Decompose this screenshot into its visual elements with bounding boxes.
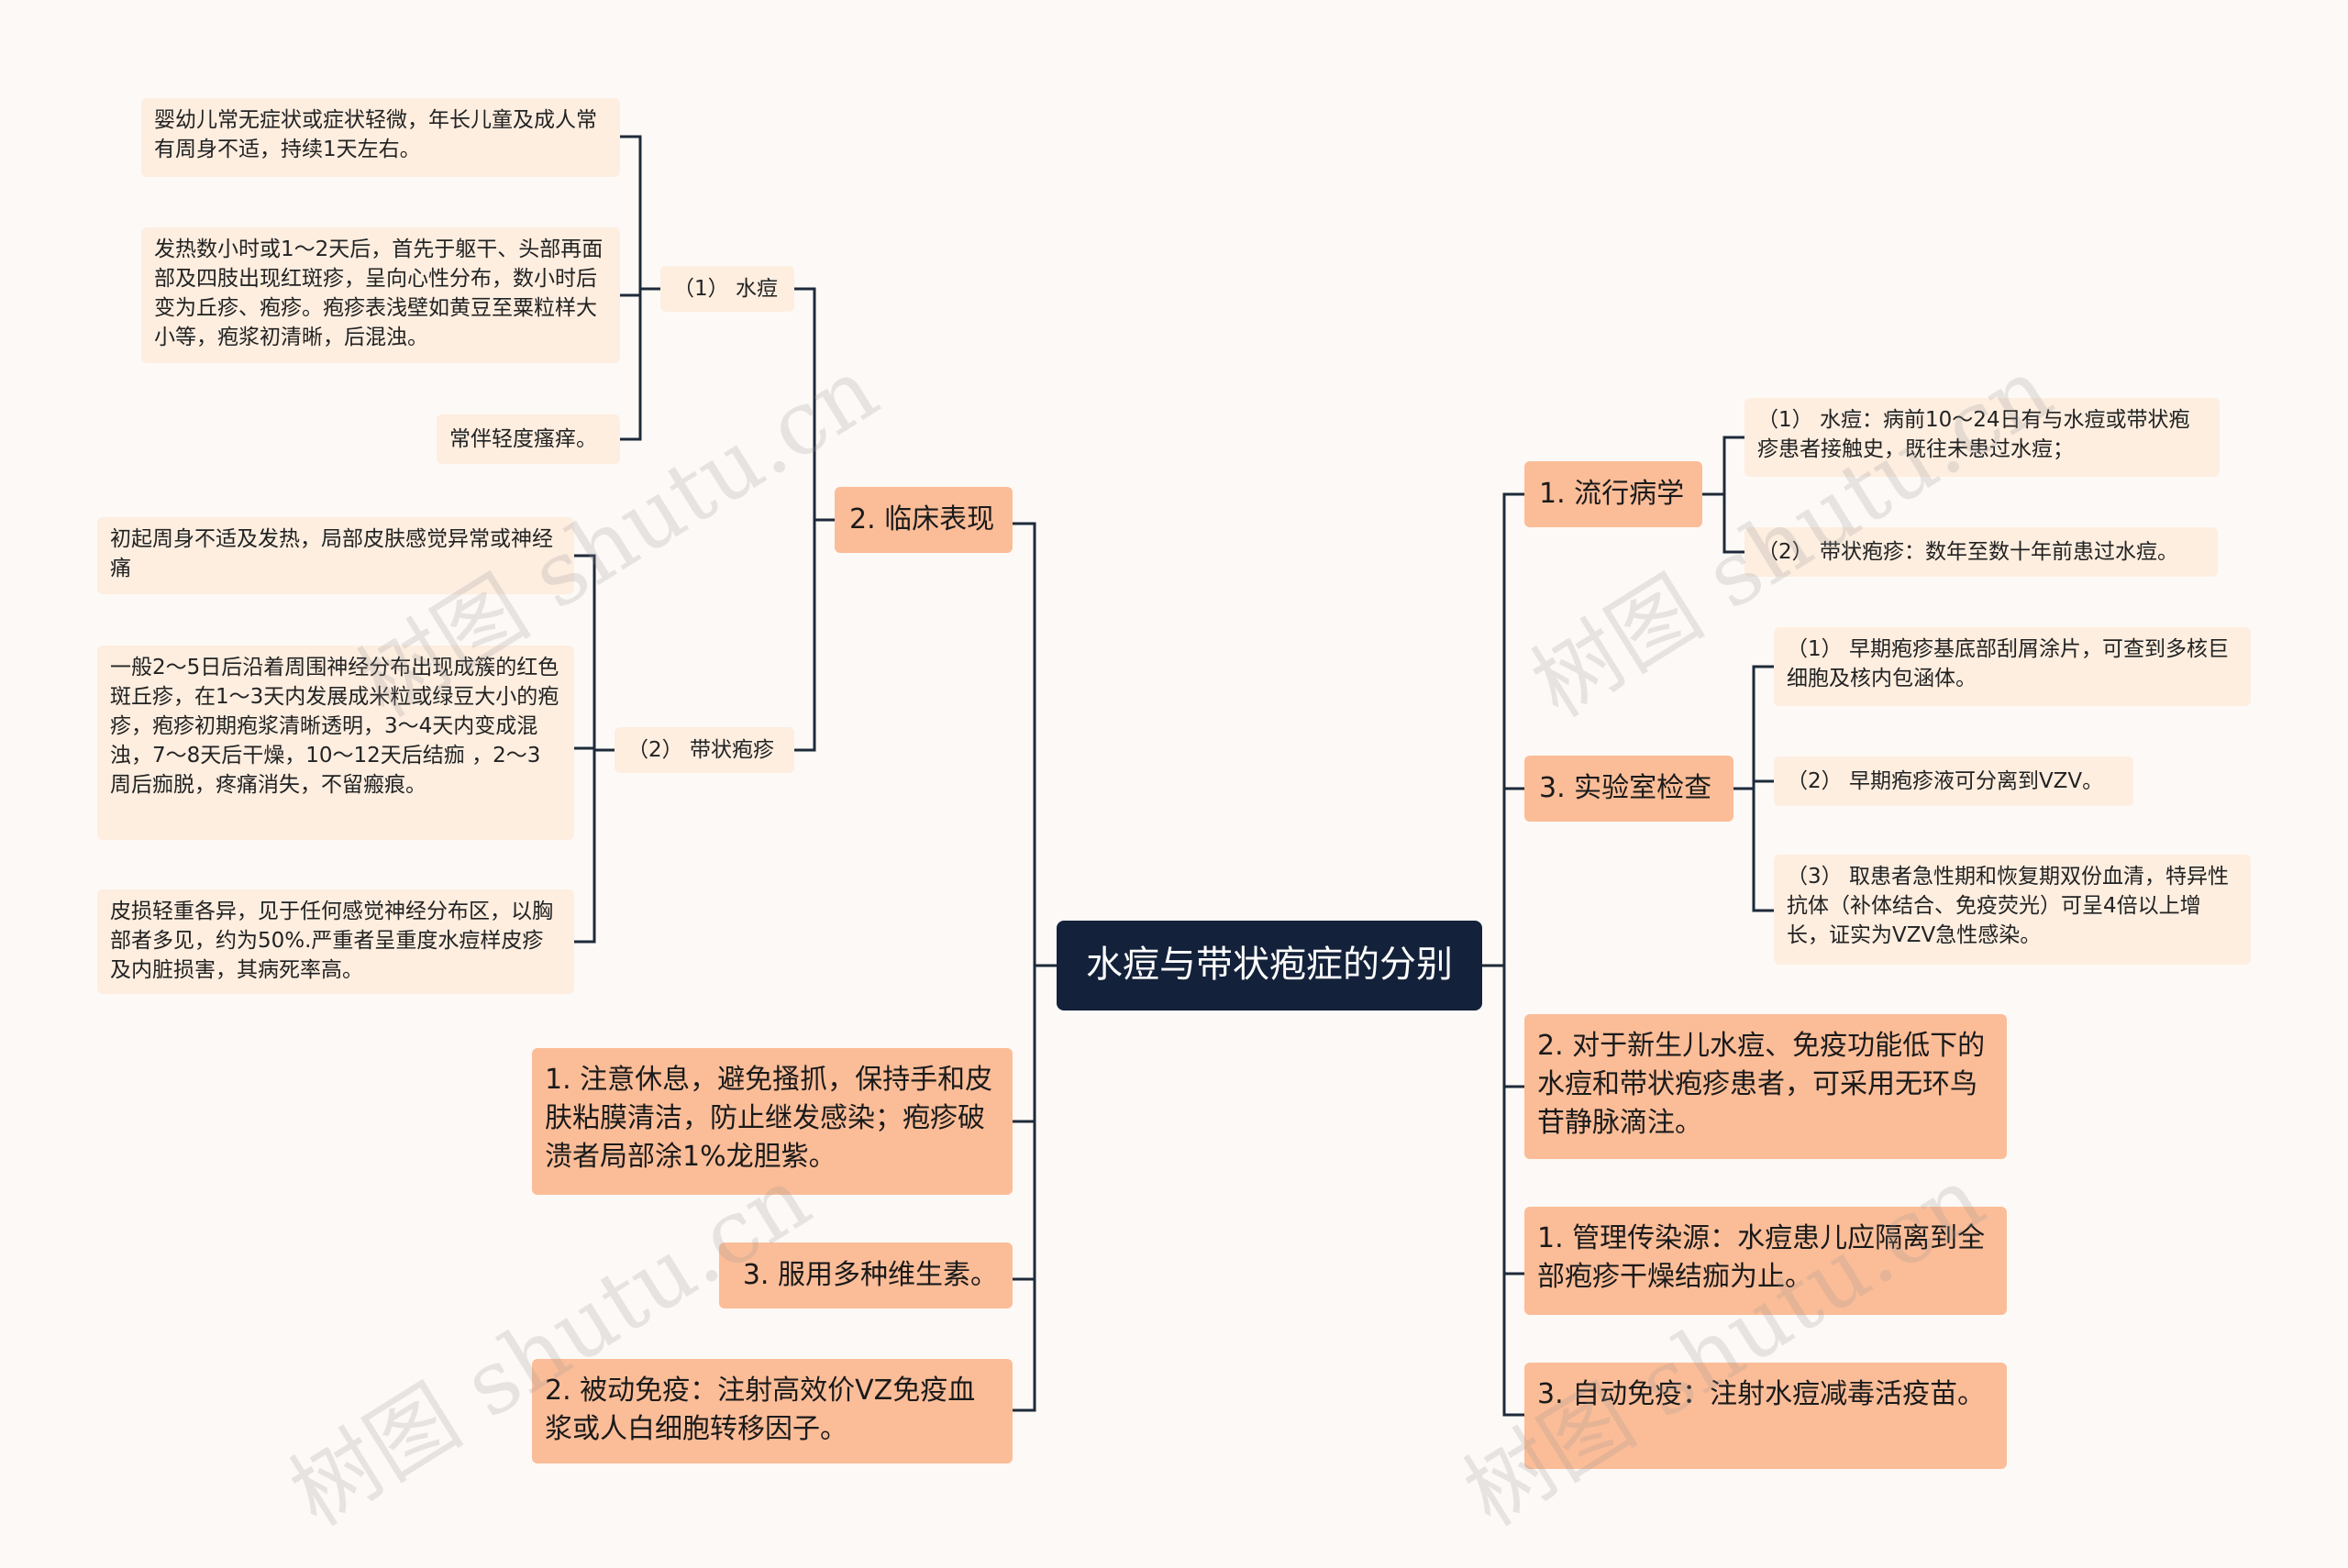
- leaf-zoster-2[interactable]: 一般2～5日后沿着周围神经分布出现成簇的红色斑丘疹，在1～3天内发展成米粒或绿豆…: [97, 646, 574, 840]
- leaf-epi-2[interactable]: （2） 带状疱疹：数年至数十年前患过水痘。: [1744, 527, 2218, 577]
- connector-root-right: [1480, 492, 1526, 1417]
- node-care-vitamins[interactable]: 3. 服用多种维生素。: [719, 1242, 1013, 1309]
- leaf-varicella-3[interactable]: 常伴轻度瘙痒。: [437, 414, 620, 464]
- node-herpes-zoster[interactable]: （2） 带状疱疹: [615, 727, 794, 773]
- node-care-passive-immunity[interactable]: 2. 被动免疫：注射高效价VZ免疫血浆或人白细胞转移因子。: [532, 1359, 1013, 1463]
- leaf-varicella-2[interactable]: 发热数小时或1～2天后，首先于躯干、头部再面部及四肢出现红斑疹，呈向心性分布，数…: [141, 227, 620, 363]
- connector-root-left: [1011, 522, 1058, 1412]
- leaf-epi-1[interactable]: （1） 水痘：病前10～24日有与水痘或带状疱疹患者接触史，既往未患过水痘；: [1744, 398, 2220, 477]
- leaf-lab-3[interactable]: （3） 取患者急性期和恢复期双份血清，特异性抗体（补体结合、免疫荧光）可呈4倍以…: [1774, 855, 2251, 965]
- leaf-zoster-3[interactable]: 皮损轻重各异，见于任何感觉神经分布区，以胸部者多见，约为50%.严重者呈重度水痘…: [97, 889, 574, 994]
- connector-zoster-leaves: [572, 554, 616, 944]
- node-epidemiology[interactable]: 1. 流行病学: [1524, 461, 1702, 527]
- connector-lab-leaves: [1732, 665, 1776, 912]
- node-clinical-presentation[interactable]: 2. 临床表现: [835, 487, 1013, 553]
- leaf-lab-2[interactable]: （2） 早期疱疹液可分离到VZV。: [1774, 756, 2133, 806]
- connector-varicella-leaves: [618, 135, 662, 441]
- leaf-zoster-1[interactable]: 初起周身不适及发热，局部皮肤感觉异常或神经痛: [97, 517, 574, 594]
- node-treatment-acyclovir[interactable]: 2. 对于新生儿水痘、免疫功能低下的水痘和带状疱疹患者，可采用无环鸟苷静脉滴注。: [1524, 1014, 2007, 1159]
- leaf-varicella-1[interactable]: 婴幼儿常无症状或症状轻微，年长儿童及成人常有周身不适，持续1天左右。: [141, 98, 620, 177]
- node-care-rest[interactable]: 1. 注意休息，避免搔抓，保持手和皮肤粘膜清洁，防止继发感染；疱疹破溃者局部涂1…: [532, 1048, 1013, 1195]
- root-node[interactable]: 水痘与带状疱症的分别: [1057, 921, 1482, 1010]
- node-active-immunity[interactable]: 3. 自动免疫：注射水痘减毒活疫苗。: [1524, 1363, 2007, 1469]
- connector-epi-leaves: [1700, 436, 1746, 554]
- node-manage-infection-source[interactable]: 1. 管理传染源：水痘患儿应隔离到全部疱疹干燥结痂为止。: [1524, 1207, 2007, 1315]
- leaf-lab-1[interactable]: （1） 早期疱疹基底部刮屑涂片，可查到多核巨细胞及核内包涵体。: [1774, 627, 2251, 706]
- node-varicella[interactable]: （1） 水痘: [660, 266, 794, 312]
- connector-clinical-subs: [792, 287, 836, 752]
- node-lab-tests[interactable]: 3. 实验室检查: [1524, 756, 1733, 822]
